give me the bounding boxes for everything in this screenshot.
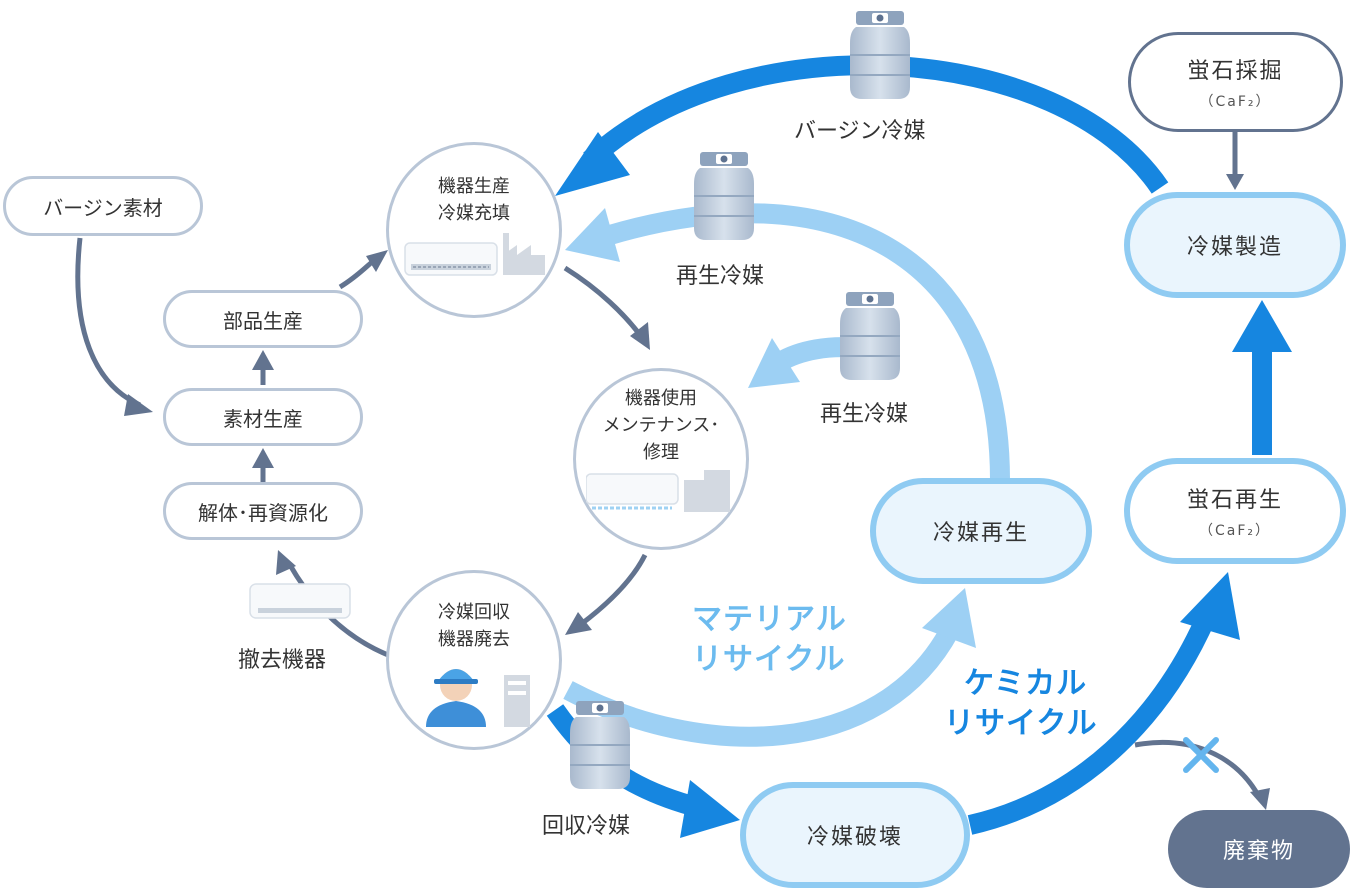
air-conditioner-icon: [404, 242, 498, 276]
chemical-recycle-line2: リサイクル: [944, 706, 1098, 741]
material-recycle-line2: リサイクル: [692, 642, 846, 677]
recovery-disposal-node: 冷媒回収 機器廃去: [386, 570, 562, 750]
parts-to-production-arrow: [338, 260, 374, 290]
chemical-recycle-arrow: [967, 615, 1215, 835]
recovered-refrigerant-label: 回収冷媒: [542, 814, 631, 839]
material-recycle-line1: マテリアル: [692, 602, 847, 637]
recycled-arrow-head-1: [565, 208, 620, 262]
refrigerant-manufacture-node: 冷媒製造: [1124, 192, 1346, 298]
virgin-arrow-head: [555, 132, 630, 196]
maintenance-label: メンテナンス･: [602, 415, 720, 436]
recovery-label: 冷媒回収: [438, 602, 510, 623]
dismantle-node: 解体･再資源化: [163, 482, 363, 540]
chem-arrow-head: [1180, 572, 1240, 640]
dismantle-label: 解体･再資源化: [198, 500, 328, 525]
refrigerant-regeneration-label: 冷媒再生: [932, 521, 1029, 546]
air-conditioner-icon: [586, 473, 679, 510]
repair-label: 修理: [642, 442, 679, 463]
parts-production-node: 部品生産: [163, 290, 363, 348]
removed-equipment-label: 撤去機器: [238, 648, 327, 673]
fluorite-mining-sub: （CaF₂）: [1199, 94, 1272, 110]
material-production-label: 素材生産: [223, 406, 303, 431]
material-recycle-arrow: [563, 625, 959, 747]
disposal-label: 機器廃去: [438, 629, 510, 650]
waste-label: 廃棄物: [1222, 839, 1295, 864]
refrigerant-regeneration-node: 冷媒再生: [870, 478, 1092, 584]
material-recycle-label: マテリアル リサイクル: [692, 600, 847, 680]
recycled-refrigerant-label-2: 再生冷媒: [820, 402, 909, 427]
refrigerant-destruction-label: 冷媒破壊: [806, 825, 903, 850]
gas-cylinder-icon: [569, 700, 631, 790]
fluorite-regeneration-label: 蛍石再生: [1186, 488, 1283, 513]
building-icon: [684, 470, 730, 512]
gas-cylinder-icon: [839, 291, 901, 381]
virgin-material-label: バージン素材: [43, 195, 163, 220]
production-fill-node: 機器生産 冷媒充填: [386, 142, 562, 318]
fill-label: 冷媒充填: [438, 203, 510, 224]
refrigerant-manufacture-label: 冷媒製造: [1186, 235, 1283, 260]
waste-node: 廃棄物: [1168, 810, 1350, 888]
recycled-refrigerant-label-1: 再生冷媒: [676, 264, 765, 289]
virgin-refrigerant-label: バージン冷媒: [794, 119, 926, 144]
production-to-use-arrow: [563, 265, 642, 337]
use-maintenance-node: 機器使用 メンテナンス･ 修理: [573, 368, 749, 550]
parts-production-label: 部品生産: [223, 308, 303, 333]
factory-icon: [503, 233, 545, 275]
fluorite-regeneration-sub: （CaF₂）: [1198, 523, 1272, 539]
chem-up-head: [1232, 300, 1292, 352]
recycled-arrow-head-2: [748, 338, 800, 388]
virgin-material-node: バージン素材: [3, 176, 203, 236]
chemical-recycle-line1: ケミカル: [964, 666, 1088, 701]
virgin-material-arrow: [75, 237, 142, 408]
fluorite-mining-label: 蛍石採掘: [1187, 59, 1284, 84]
gas-cylinder-icon: [849, 10, 911, 100]
chemical-recycle-label: ケミカル リサイクル: [944, 664, 1098, 744]
use-label: 機器使用: [624, 388, 697, 409]
air-conditioner-icon: [249, 583, 351, 619]
gas-cylinder-icon: [693, 151, 755, 241]
refrigerant-destruction-node: 冷媒破壊: [740, 782, 970, 888]
fluorite-mining-node: 蛍石採掘 （CaF₂）: [1128, 32, 1343, 132]
production-label: 機器生産: [438, 176, 510, 197]
fluorite-regeneration-node: 蛍石再生 （CaF₂）: [1124, 458, 1346, 564]
cross-icon: [1183, 737, 1219, 773]
recovered-arrow-head: [680, 780, 740, 838]
material-production-node: 素材生産: [163, 388, 363, 446]
worker-icon: [426, 669, 486, 727]
building-icon: [504, 675, 530, 727]
material-arrow-head: [922, 588, 976, 648]
use-to-recovery-arrow: [578, 553, 648, 627]
